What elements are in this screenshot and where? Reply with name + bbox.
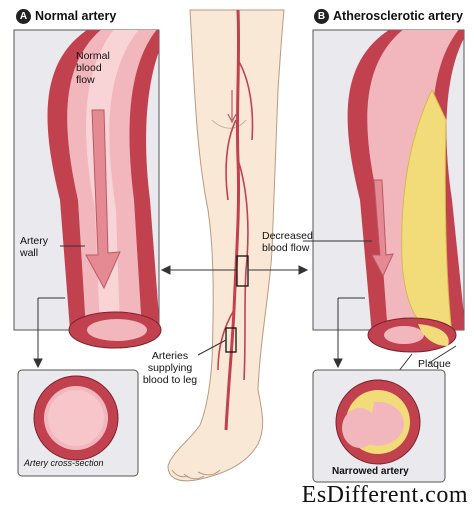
- arteries-line: supplying: [147, 362, 193, 374]
- panel-b-title: B Atherosclerotic artery: [314, 5, 463, 27]
- panel-a-title-text: Normal artery: [35, 9, 117, 23]
- watermark: EsDifferent.com: [301, 482, 468, 508]
- arteries-supplying-label: Arteries supplying blood to leg: [130, 350, 210, 386]
- normal-blood-flow-line: Normal: [76, 50, 110, 62]
- decreased-flow-arrow: [371, 179, 394, 278]
- decreased-blood-flow-label: Decreased blood flow: [262, 230, 313, 254]
- panel-b-badge: B: [314, 8, 329, 24]
- plaque-label: Plaque: [418, 358, 451, 370]
- leg-highlight-upper: [236, 255, 249, 287]
- artery-wall-line: wall: [20, 247, 39, 259]
- normal-cross-section: [17, 369, 139, 477]
- normal-blood-flow-line: flow: [76, 74, 95, 86]
- decreased-flow-line: blood flow: [262, 242, 310, 254]
- artery-wall-line: Artery: [20, 235, 49, 247]
- arteries-line: blood to leg: [142, 374, 198, 386]
- leg-artery-branch: [217, 59, 254, 381]
- narrowed-cross-section: [312, 369, 446, 483]
- narrowed-artery-label: Narrowed artery: [332, 466, 409, 477]
- normal-blood-flow-label: Normal blood flow: [76, 50, 110, 86]
- panel-a-badge: A: [16, 8, 31, 24]
- cross-section-caption: Artery cross-section: [24, 458, 104, 468]
- leg-artery-main: [224, 9, 241, 431]
- blood-flow-arrow: [85, 109, 121, 290]
- panel-a-title: A Normal artery: [16, 5, 116, 27]
- arteries-line: Arteries: [151, 350, 189, 362]
- connector-arrows: [33, 240, 457, 405]
- panel-b-title-text: Atherosclerotic artery: [333, 9, 463, 23]
- artery-wall-label: Artery wall: [20, 235, 48, 259]
- atherosclerotic-artery-panel: [312, 29, 465, 353]
- normal-blood-flow-line: blood: [76, 62, 102, 74]
- normal-artery-panel: [13, 29, 162, 349]
- decreased-flow-line: Decreased: [262, 230, 313, 242]
